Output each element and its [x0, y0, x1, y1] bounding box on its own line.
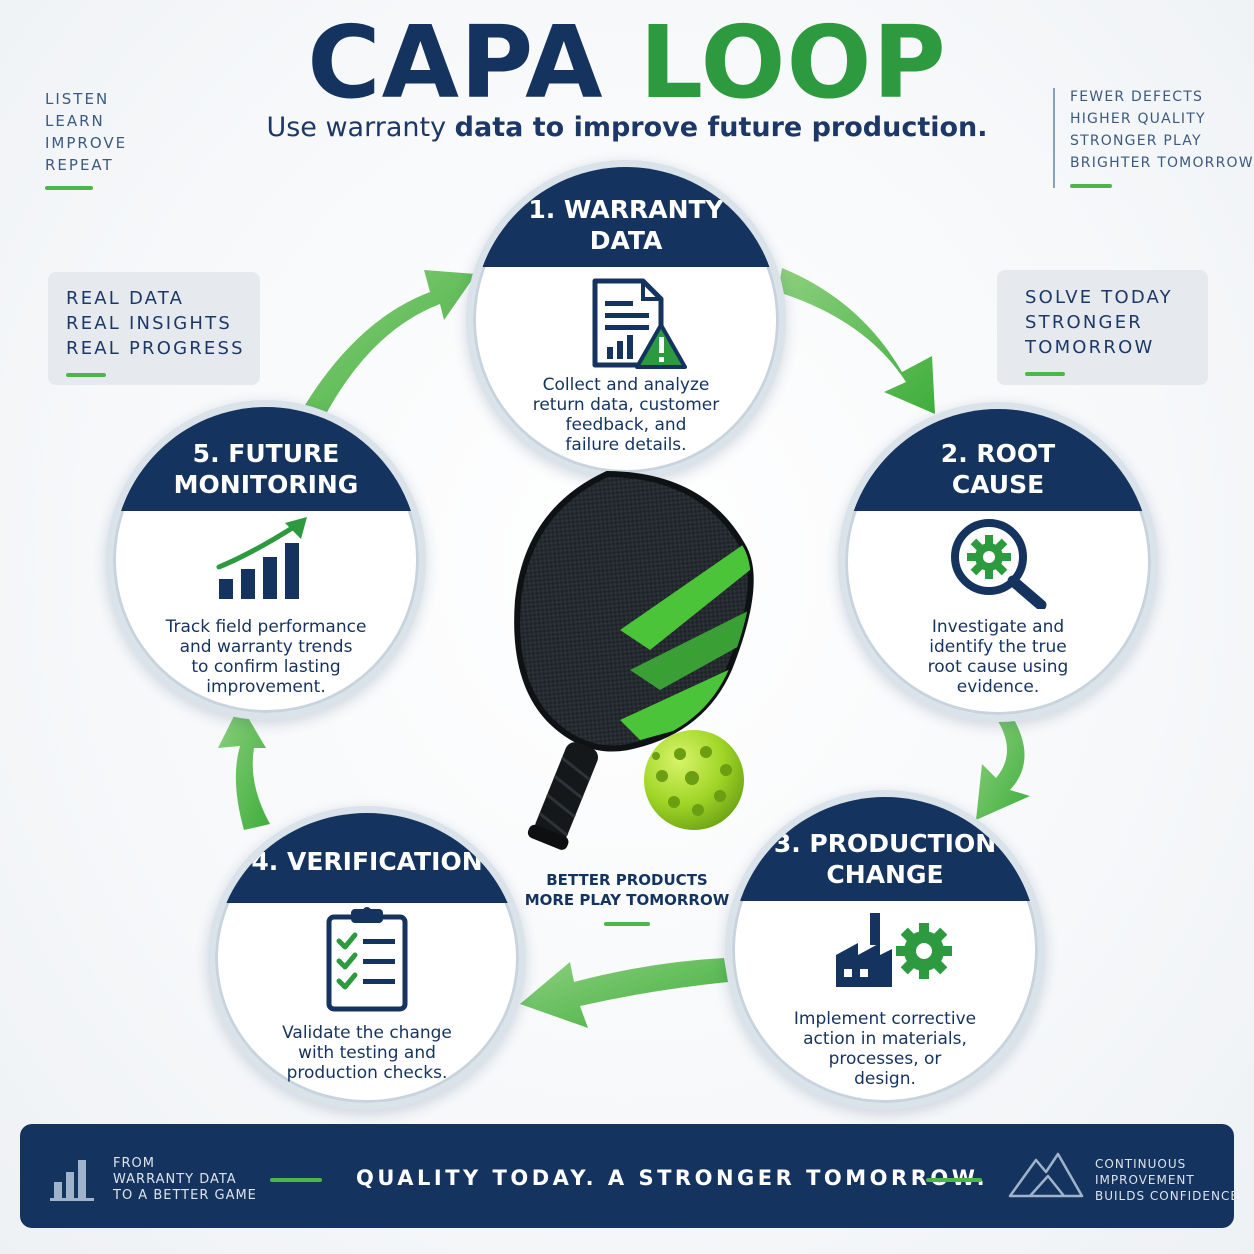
checklist-clipboard-icon [326, 907, 408, 1012]
document-warning-icon [592, 278, 687, 369]
trend-chart-icon [216, 517, 307, 599]
tagline-line-2: MORE PLAY TOMORROW [524, 891, 730, 909]
page-title: CAPA LOOP [0, 8, 1254, 118]
accent-bar [66, 373, 106, 377]
step-description: Validate the change with testing and pro… [282, 1023, 452, 1083]
mountain-icon [1008, 1152, 1084, 1198]
footer-left-text: FROM WARRANTY DATA TO A BETTER GAME [113, 1156, 257, 1203]
callout-line: REAL DATA [66, 288, 185, 309]
left-callout: REAL DATA REAL INSIGHTS REAL PROGRESS [48, 272, 260, 385]
pickleball-paddle-image [514, 470, 754, 850]
top-right-divider [1053, 88, 1055, 188]
list-item: STRONGER PLAY [1070, 133, 1202, 149]
callout-line: STRONGER [1025, 312, 1143, 333]
accent-bar [604, 922, 650, 926]
step-title: 4. VERIFICATION [215, 813, 519, 903]
list-item: LISTEN [45, 90, 110, 108]
arrow-2-to-3 [976, 716, 1030, 820]
top-left-list: LISTEN LEARN IMPROVE REPEAT [45, 88, 127, 190]
title-capa: CAPA [307, 4, 604, 121]
step-title: 3. PRODUCTION CHANGE [732, 797, 1038, 901]
step-3-production-change: 3. PRODUCTION CHANGE Implement correctiv… [725, 790, 1045, 1110]
arrow-1-to-2 [778, 268, 935, 414]
accent-bar [1025, 372, 1065, 376]
arrow-3-to-4 [520, 958, 728, 1028]
footer-slogan: QUALITY TODAY. A STRONGER TOMORROW. [356, 1166, 989, 1190]
footer-divider-right [926, 1178, 982, 1182]
magnifier-gear-icon [951, 519, 1047, 609]
callout-line: TOMORROW [1025, 337, 1155, 358]
step-description: Investigate and identify the true root c… [927, 617, 1069, 697]
right-callout: SOLVE TODAY STRONGER TOMORROW [997, 270, 1208, 385]
top-right-list: FEWER DEFECTS HIGHER QUALITY STRONGER PL… [1070, 86, 1254, 188]
list-item: IMPROVE [45, 134, 128, 152]
bar-chart-icon [50, 1160, 94, 1201]
step-1-warranty-data: 1. WARRANTY DATA Collect and analyze ret… [466, 160, 786, 480]
pickleball-ball-image [644, 730, 744, 830]
list-item: BRIGHTER TOMORROW [1070, 155, 1254, 171]
callout-line: SOLVE TODAY [1025, 287, 1173, 308]
list-item: REPEAT [45, 156, 114, 174]
arrow-4-to-5 [218, 704, 270, 830]
list-item: LEARN [45, 112, 105, 130]
step-2-root-cause: 2. ROOT CAUSE Investigate and identify t… [838, 402, 1158, 722]
step-description: Implement corrective action in materials… [793, 1009, 977, 1089]
callout-line: REAL INSIGHTS [66, 313, 232, 334]
callout-line: REAL PROGRESS [66, 338, 245, 359]
step-description: Collect and analyze return data, custome… [532, 375, 720, 455]
list-item: FEWER DEFECTS [1070, 89, 1204, 105]
list-item: HIGHER QUALITY [1070, 111, 1206, 127]
subtitle-part2: data to improve future production. [454, 112, 988, 143]
subtitle-part1: Use warranty [266, 112, 447, 143]
page-subtitle: Use warranty data to improve future prod… [0, 112, 1254, 143]
title-loop: LOOP [639, 4, 947, 121]
tagline-line-1: BETTER PRODUCTS [546, 871, 708, 889]
step-description: Track field performance and warranty tre… [165, 617, 367, 697]
accent-bar [45, 186, 93, 190]
factory-gear-icon [836, 913, 952, 987]
footer-right-text: CONTINUOUS IMPROVEMENT BUILDS CONFIDENCE [1095, 1157, 1239, 1203]
arrow-5-to-1 [302, 270, 476, 414]
footer-banner: FROM WARRANTY DATA TO A BETTER GAME QUAL… [20, 1124, 1238, 1228]
step-title: 1. WARRANTY DATA [473, 167, 779, 267]
step-4-verification: 4. VERIFICATION Validate the change with… [208, 806, 526, 1110]
step-title: 2. ROOT CAUSE [845, 409, 1151, 511]
center-tagline: BETTER PRODUCTS MORE PLAY TOMORROW [500, 870, 754, 926]
footer-divider-left [270, 1178, 322, 1182]
step-title: 5. FUTURE MONITORING [113, 407, 419, 511]
step-5-future-monitoring: 5. FUTURE MONITORING Track field perform… [106, 400, 426, 720]
accent-bar [1070, 184, 1112, 188]
